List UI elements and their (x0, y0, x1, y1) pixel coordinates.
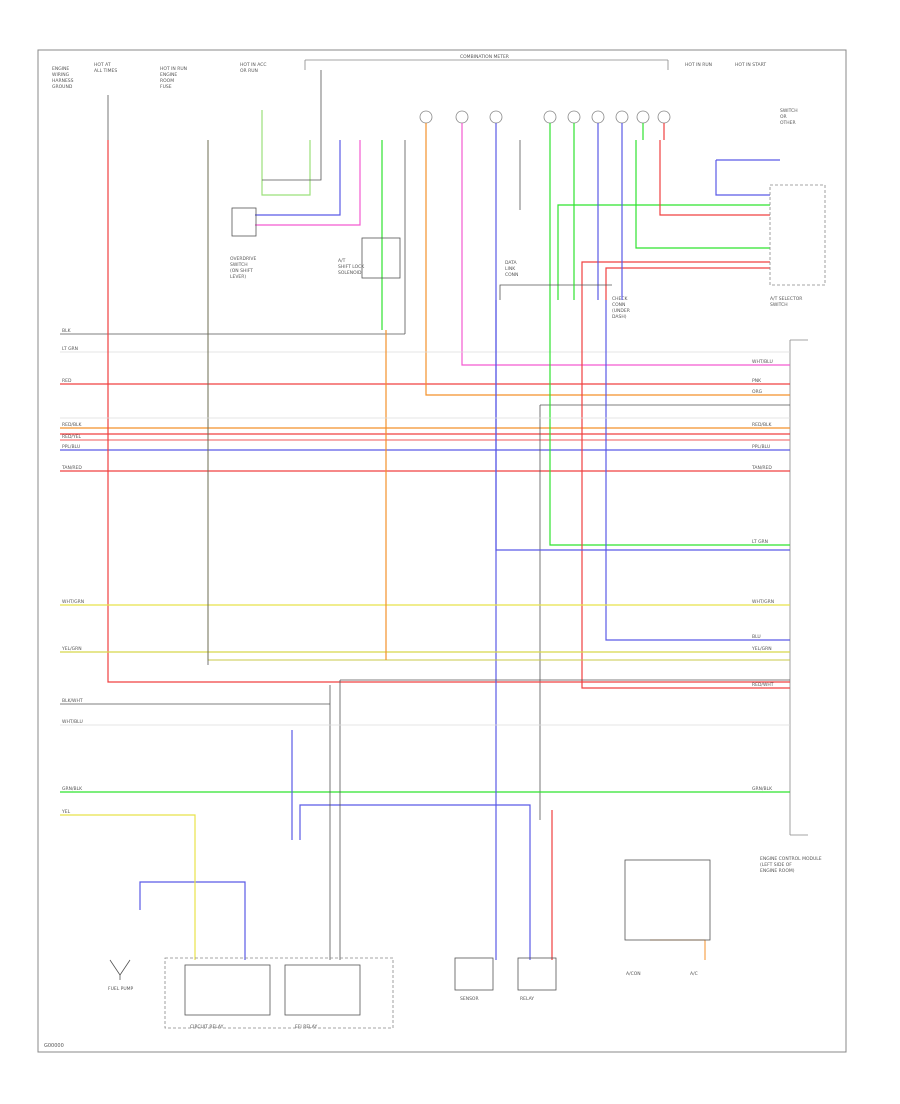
svg-text:EFI RELAY: EFI RELAY (295, 1024, 317, 1030)
wire-pink-1 (461, 140, 790, 366)
bottom-labels: FUEL PUMP CIRCUIT RELAY EFI RELAY SENSOR… (108, 971, 698, 1030)
footer-code: G00000 (44, 1043, 64, 1049)
circuit-relay (184, 964, 271, 1016)
svg-text:YEL/GRN: YEL/GRN (751, 646, 772, 652)
svg-text:PPL/BLU: PPL/BLU (62, 444, 80, 450)
svg-text:HOT IN ACC: HOT IN ACC (240, 62, 267, 68)
wire-lightgreen (261, 110, 311, 196)
top-connector: COMBINATION METER (304, 54, 669, 70)
svg-text:HOT IN RUN: HOT IN RUN (160, 66, 187, 72)
svg-text:GRN/BLK: GRN/BLK (62, 786, 83, 792)
svg-text:SOLENOID: SOLENOID (338, 270, 362, 276)
svg-text:ENGINE ROOM): ENGINE ROOM) (760, 868, 795, 874)
svg-text:FUEL PUMP: FUEL PUMP (108, 986, 134, 992)
svg-text:(UNDER: (UNDER (612, 308, 630, 314)
svg-text:WHT/GRN: WHT/GRN (62, 599, 84, 605)
svg-text:PNK: PNK (752, 378, 762, 384)
svg-text:RELAY: RELAY (520, 996, 534, 1002)
svg-text:RED/YEL: RED/YEL (62, 434, 82, 440)
svg-text:TAN/RED: TAN/RED (751, 465, 772, 471)
svg-text:BLK: BLK (62, 328, 72, 334)
meter-indicators (419, 110, 671, 124)
shift-lock-box (361, 237, 401, 279)
svg-text:ALL TIMES: ALL TIMES (94, 68, 117, 74)
svg-text:CHECK: CHECK (612, 296, 629, 302)
svg-text:CONN: CONN (505, 272, 518, 278)
top-connector-label: COMBINATION METER (460, 54, 509, 60)
svg-text:HOT IN START: HOT IN START (735, 62, 766, 68)
svg-text:ENGINE: ENGINE (160, 72, 177, 78)
svg-text:SWITCH: SWITCH (770, 302, 788, 308)
svg-text:DASH): DASH) (612, 314, 627, 320)
svg-text:LT GRN: LT GRN (752, 539, 768, 545)
svg-text:ROOM: ROOM (160, 78, 174, 84)
svg-text:A/C: A/C (690, 971, 698, 977)
svg-text:RED: RED (62, 378, 72, 384)
svg-text:BLU: BLU (752, 634, 761, 640)
fuel-pump-icon (109, 959, 131, 980)
diagram-frame (37, 49, 847, 1053)
svg-text:RED/WHT: RED/WHT (752, 682, 774, 688)
svg-text:(ON SHIFT: (ON SHIFT (230, 268, 253, 274)
top-drops (425, 123, 665, 300)
wire-green-3 (635, 140, 770, 249)
svg-text:WIRING: WIRING (52, 72, 70, 78)
svg-text:RED/BLK: RED/BLK (62, 422, 83, 428)
right-wire-labels: WHT/BLU PNK ORG RED/BLK PPL/BLU TAN/RED … (751, 359, 774, 792)
svg-text:ENGINE: ENGINE (52, 66, 69, 72)
svg-text:HOT AT: HOT AT (94, 62, 111, 68)
svg-text:TAN/RED: TAN/RED (61, 465, 82, 471)
efi-relay (284, 964, 361, 1016)
svg-text:LINK: LINK (505, 266, 516, 272)
svg-text:SHIFT LOCK: SHIFT LOCK (338, 264, 365, 270)
svg-text:RED/BLK: RED/BLK (752, 422, 773, 428)
svg-text:SENSOR: SENSOR (460, 996, 479, 1002)
svg-text:(LEFT SIDE OF: (LEFT SIDE OF (760, 862, 792, 868)
top-callouts: ENGINE WIRING HARNESS GROUND HOT AT ALL … (52, 62, 802, 320)
svg-text:WHT/GRN: WHT/GRN (752, 599, 774, 605)
module-box (517, 957, 557, 991)
svg-text:SWITCH: SWITCH (780, 108, 798, 114)
relay-group-box (164, 957, 394, 1029)
svg-text:PPL/BLU: PPL/BLU (752, 444, 770, 450)
svg-text:BLK/WHT: BLK/WHT (62, 698, 83, 704)
svg-text:YEL: YEL (61, 809, 71, 815)
svg-text:A/CON: A/CON (626, 971, 641, 977)
svg-text:SWITCH: SWITCH (230, 262, 248, 268)
sensor-box (454, 957, 494, 991)
svg-text:WHT/BLU: WHT/BLU (62, 719, 83, 725)
ecm-connector: ENGINE CONTROL MODULE (LEFT SIDE OF ENGI… (760, 339, 822, 874)
svg-text:HOT IN RUN: HOT IN RUN (685, 62, 712, 68)
svg-text:GRN/BLK: GRN/BLK (752, 786, 773, 792)
wire-green-1 (549, 140, 790, 546)
svg-text:LEVER): LEVER) (230, 274, 246, 280)
wire-orange-1 (425, 140, 790, 396)
svg-text:YEL/GRN: YEL/GRN (61, 646, 82, 652)
svg-text:WHT/BLU: WHT/BLU (752, 359, 773, 365)
svg-text:HARNESS: HARNESS (52, 78, 74, 84)
svg-text:ORG: ORG (752, 389, 763, 395)
svg-text:OR RUN: OR RUN (240, 68, 258, 74)
svg-text:FUSE: FUSE (160, 84, 172, 90)
svg-text:A/T SELECTOR: A/T SELECTOR (770, 296, 802, 302)
left-wire-labels: BLK LT GRN RED RED/BLK RED/YEL PPL/BLU T… (61, 328, 84, 815)
svg-text:LT GRN: LT GRN (62, 346, 78, 352)
svg-text:GROUND: GROUND (52, 84, 73, 90)
svg-text:OVERDRIVE: OVERDRIVE (230, 256, 257, 262)
svg-text:DATA: DATA (505, 260, 518, 266)
overdrive-switch (231, 207, 257, 237)
svg-text:OTHER: OTHER (780, 120, 796, 126)
module-label: ENGINE CONTROL MODULE (760, 856, 822, 862)
svg-text:OR: OR (780, 114, 787, 120)
at-selector-box (769, 184, 826, 286)
svg-text:CIRCUIT RELAY: CIRCUIT RELAY (190, 1024, 224, 1030)
svg-text:A/T: A/T (338, 258, 346, 264)
svg-text:CONN: CONN (612, 302, 625, 308)
wire-green-2 (557, 204, 770, 300)
aircon-box (624, 859, 711, 941)
